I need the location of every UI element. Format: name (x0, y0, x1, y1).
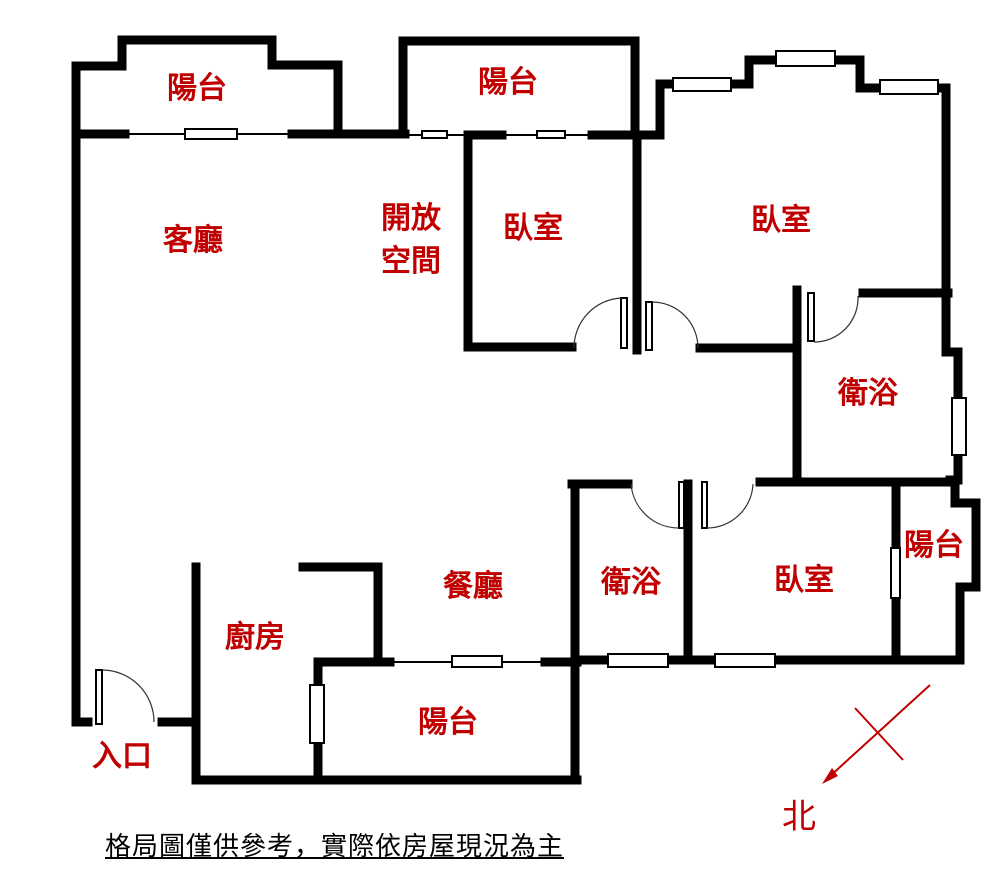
label-entrance: 入口 (92, 739, 152, 774)
walls (71, 35, 981, 785)
label-kitchen: 廚房 (225, 620, 285, 655)
label-balcony-right: 陽台 (904, 528, 964, 563)
arrowhead-icon (822, 768, 838, 784)
room-labels: 陽台 陽台 客廳 開放 空間 臥室 臥室 衛浴 衛浴 臥室 陽台 餐廳 廚房 陽… (92, 65, 964, 774)
disclaimer-footer: 格局圖僅供參考，實際依房屋現況為主 (105, 832, 565, 862)
label-bathroom-2: 衛浴 (600, 565, 662, 600)
label-bedroom-3: 臥室 (774, 563, 834, 598)
label-dining-room: 餐廳 (443, 569, 503, 604)
windows (184, 50, 967, 744)
label-balcony-bottom: 陽台 (418, 705, 478, 740)
compass-north-label: 北 (782, 797, 816, 837)
north-compass: 北 (782, 684, 931, 837)
label-living-room: 客廳 (163, 223, 223, 258)
label-open-space-2: 空間 (381, 244, 441, 279)
doors (95, 292, 859, 725)
label-bathroom-1: 衛浴 (837, 376, 899, 411)
label-bedroom-1: 臥室 (503, 211, 563, 246)
compass-arrow (827, 684, 931, 779)
compass-cross (854, 707, 904, 761)
label-open-space-1: 開放 (381, 201, 442, 236)
label-balcony-top-mid: 陽台 (478, 65, 538, 100)
label-bedroom-master: 臥室 (751, 203, 811, 238)
label-balcony-top-left: 陽台 (167, 71, 227, 106)
